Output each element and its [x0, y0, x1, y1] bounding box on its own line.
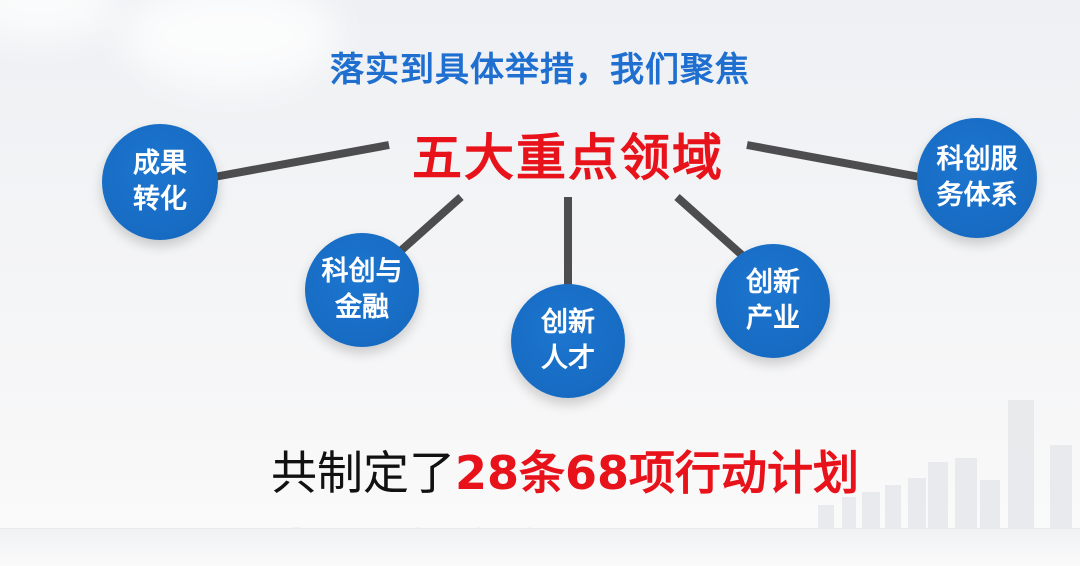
- node-label-line2: 务体系: [936, 180, 1018, 211]
- footer-prefix: 共制定了: [270, 446, 455, 500]
- node-label-line2: 产业: [746, 303, 800, 334]
- node-label-line1: 成果: [133, 148, 187, 179]
- connector-achievement: [213, 141, 390, 181]
- node-label-line2: 金融: [335, 292, 389, 323]
- node-label-line1: 创新: [746, 267, 800, 298]
- node-sci-service-system: 科创服 务体系: [917, 118, 1037, 238]
- node-sci-finance: 科创与 金融: [305, 233, 419, 347]
- slide-title: 落实到具体举措，我们聚焦: [330, 50, 750, 90]
- node-innovation-industry: 创新 产业: [716, 244, 830, 358]
- slide-footer-summary: 共制定了28条68项行动计划: [0, 437, 1080, 503]
- node-innovation-talent: 创新 人才: [511, 284, 625, 398]
- connector-sci-finance: [393, 194, 464, 258]
- connector-industry: [674, 194, 746, 259]
- floor-gradient: [0, 528, 1080, 566]
- connector-service-system: [746, 141, 921, 181]
- node-label-line2: 转化: [133, 184, 187, 215]
- node-label-line1: 科创服: [936, 144, 1018, 175]
- background-cloud: [120, 0, 340, 90]
- node-achievement-transformation: 成果 转化: [102, 124, 218, 240]
- node-label-line2: 人才: [541, 343, 595, 374]
- slide-subtitle-five-key-areas: 五大重点领域: [412, 129, 724, 187]
- node-label-line1: 科创与: [321, 256, 403, 287]
- node-label-line1: 创新: [541, 307, 595, 338]
- footer-highlight-action-plans: 28条68项行动计划: [454, 446, 860, 500]
